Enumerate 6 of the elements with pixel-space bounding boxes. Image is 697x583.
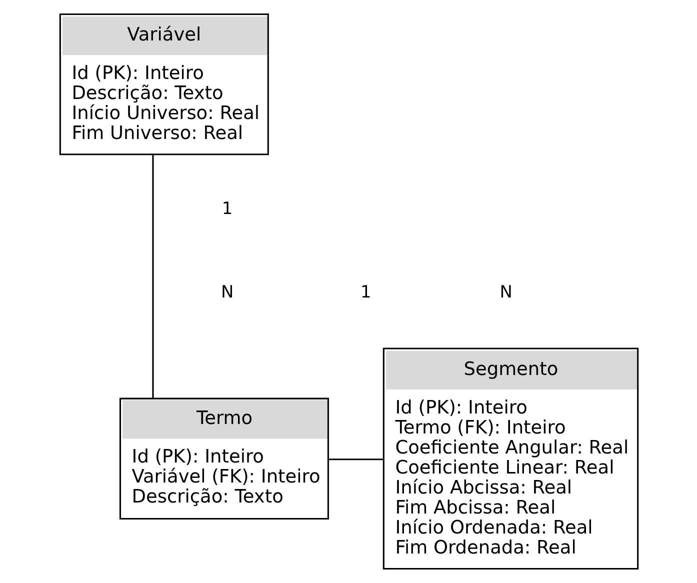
label: 1 bbox=[360, 281, 371, 302]
connector bbox=[328, 458, 384, 460]
label: N bbox=[499, 281, 512, 302]
label: 1 bbox=[221, 198, 232, 218]
label: N bbox=[220, 281, 234, 302]
connector bbox=[152, 154, 154, 398]
